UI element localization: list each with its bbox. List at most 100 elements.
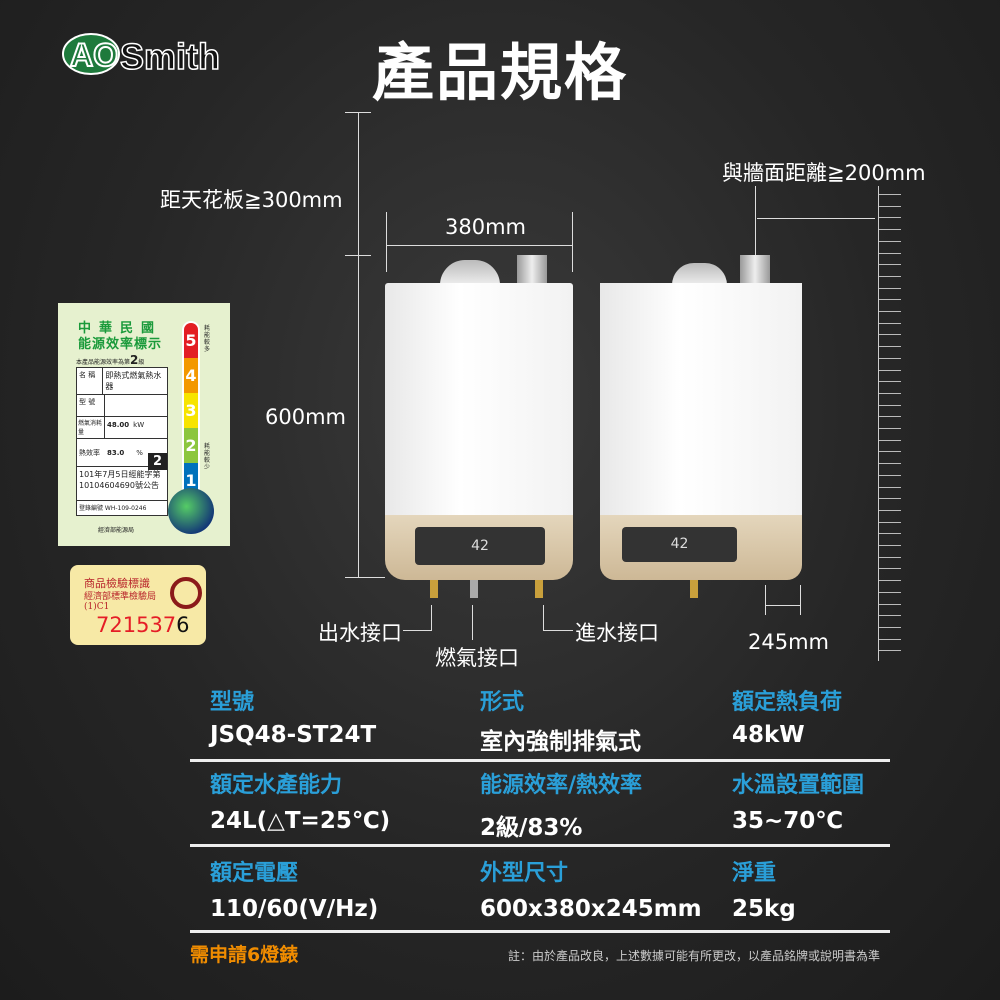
row-divider: [190, 759, 890, 762]
ruler-tick: [879, 357, 901, 359]
sticker-number: 721537: [96, 613, 177, 637]
spec-heading: 外型尺寸: [480, 861, 569, 886]
sticker-number-suffix: 6: [176, 613, 190, 637]
ruler-tick: [879, 533, 901, 535]
width-dimension-line: [387, 245, 572, 246]
dimension-tick: [345, 577, 385, 578]
spec-value: 25kg: [732, 896, 796, 922]
leader-line: [403, 630, 431, 631]
label-name: 能源效率標示: [78, 337, 163, 352]
ruler-tick: [879, 428, 901, 429]
ruler-tick: [879, 650, 901, 652]
leader-line: [431, 605, 432, 631]
water-out-label: 出水接口: [318, 621, 402, 645]
ruler-tick: [879, 451, 901, 453]
spec-value: JSQ48-ST24T: [210, 722, 377, 748]
spec-value: 24L(△T=25℃): [210, 808, 391, 834]
ruler-tick: [879, 217, 901, 219]
sticker-code: (1)C1: [84, 602, 110, 612]
ruler-tick: [879, 474, 901, 476]
grade-unit: 級: [138, 359, 145, 366]
leader-line: [543, 630, 573, 631]
dimension-tick: [755, 186, 756, 276]
requirement-note: 需申請6燈錶: [190, 944, 299, 966]
depth-label: 245mm: [748, 630, 829, 654]
height-label: 600mm: [265, 405, 346, 429]
ruler-tick: [879, 205, 901, 207]
ruler-tick: [879, 556, 901, 558]
ruler-tick: [879, 404, 901, 406]
grade: 2: [130, 353, 139, 367]
ruler-tick: [879, 287, 901, 289]
wall-dimension-line: [757, 218, 875, 219]
grade-line: 本產品能源效率為第: [76, 359, 131, 366]
sticker-line2: 經濟部標準檢驗局: [84, 592, 157, 602]
ruler-tick: [879, 603, 901, 605]
efficiency-level-4: 4: [184, 358, 198, 393]
efficiency-level-5: 5: [184, 323, 198, 358]
ruler-tick: [879, 638, 901, 640]
ruler-tick: [879, 299, 901, 301]
width-label: 380mm: [445, 215, 526, 239]
inspection-sticker: 商品檢驗標識 經濟部標準檢驗局 (1)C1 7215376: [70, 565, 206, 645]
row-divider: [190, 930, 890, 933]
ruler-tick: [879, 626, 901, 628]
spec-value: 110/60(V/Hz): [210, 896, 379, 922]
spec-value: 35~70℃: [732, 808, 844, 834]
ruler-tick: [879, 509, 901, 511]
depth-dimension-line: [765, 605, 801, 606]
efficiency-level-2: 2: [184, 428, 198, 463]
label-unit: kW: [133, 421, 145, 429]
label-key: 燃氣消耗量: [77, 417, 105, 438]
ruler-tick: [879, 264, 901, 266]
ruler-tick: [879, 591, 901, 593]
spec-value: 2級/83%: [480, 815, 583, 841]
spec-value: 室內強制排氣式: [480, 729, 641, 755]
label-key: 熱效率: [79, 448, 100, 457]
label-notice: 101年7月5日經能字第10104604690號公告: [77, 467, 167, 501]
ceiling-clearance: 距天花板≧300mm: [160, 188, 343, 212]
height-dimension-line: [358, 112, 359, 577]
leader-line: [472, 605, 473, 640]
water-out-pipe: [430, 580, 438, 598]
ruler-tick: [879, 439, 901, 441]
spec-heading: 額定電壓: [210, 861, 299, 886]
front-heater: 42: [385, 255, 573, 600]
ruler-tick: [879, 229, 901, 231]
ruler-tick: [879, 545, 901, 546]
ruler-tick: [879, 580, 901, 582]
brand-logo: AO Smith: [62, 33, 227, 78]
dimension-tick: [386, 212, 387, 272]
ruler-tick: [879, 416, 901, 418]
spec-heading: 水溫設置範圍: [732, 773, 865, 798]
label-value: 48.00: [107, 421, 130, 429]
efficiency-level-1: 1: [184, 463, 198, 494]
disclaimer-note: 註：由於產品改良，上述數據可能有所更改，以產品銘牌或說明書為準: [508, 949, 881, 963]
label-low: 耗能較少: [204, 443, 211, 471]
svg-text:AO: AO: [70, 37, 118, 73]
dimension-tick: [800, 585, 801, 615]
ruler-tick: [879, 322, 901, 324]
dimension-tick: [765, 585, 766, 615]
water-in-pipe: [535, 580, 543, 598]
leader-line: [543, 605, 544, 631]
ruler-tick: [879, 486, 901, 488]
dimension-tick: [572, 212, 573, 272]
ruler-tick: [879, 381, 901, 383]
gas-pipe: [470, 580, 478, 598]
label-value: 即熱式燃氣熱水器: [105, 371, 162, 391]
ruler-tick: [879, 334, 901, 336]
display-panel: 42: [622, 527, 737, 562]
label-high: 耗能較多: [204, 325, 211, 353]
bsmi-icon: [170, 577, 202, 609]
label-key: 名 稱: [77, 368, 104, 394]
ruler-tick: [879, 252, 901, 254]
row-divider: [190, 844, 890, 847]
ruler-tick: [879, 392, 901, 394]
spec-value: 600x380x245mm: [480, 896, 702, 922]
ruler-tick: [879, 498, 901, 500]
ruler-tick: [879, 194, 901, 195]
side-heater: 42: [600, 255, 802, 600]
spec-heading: 能源效率/熱效率: [480, 773, 643, 798]
dimension-tick: [345, 112, 371, 113]
